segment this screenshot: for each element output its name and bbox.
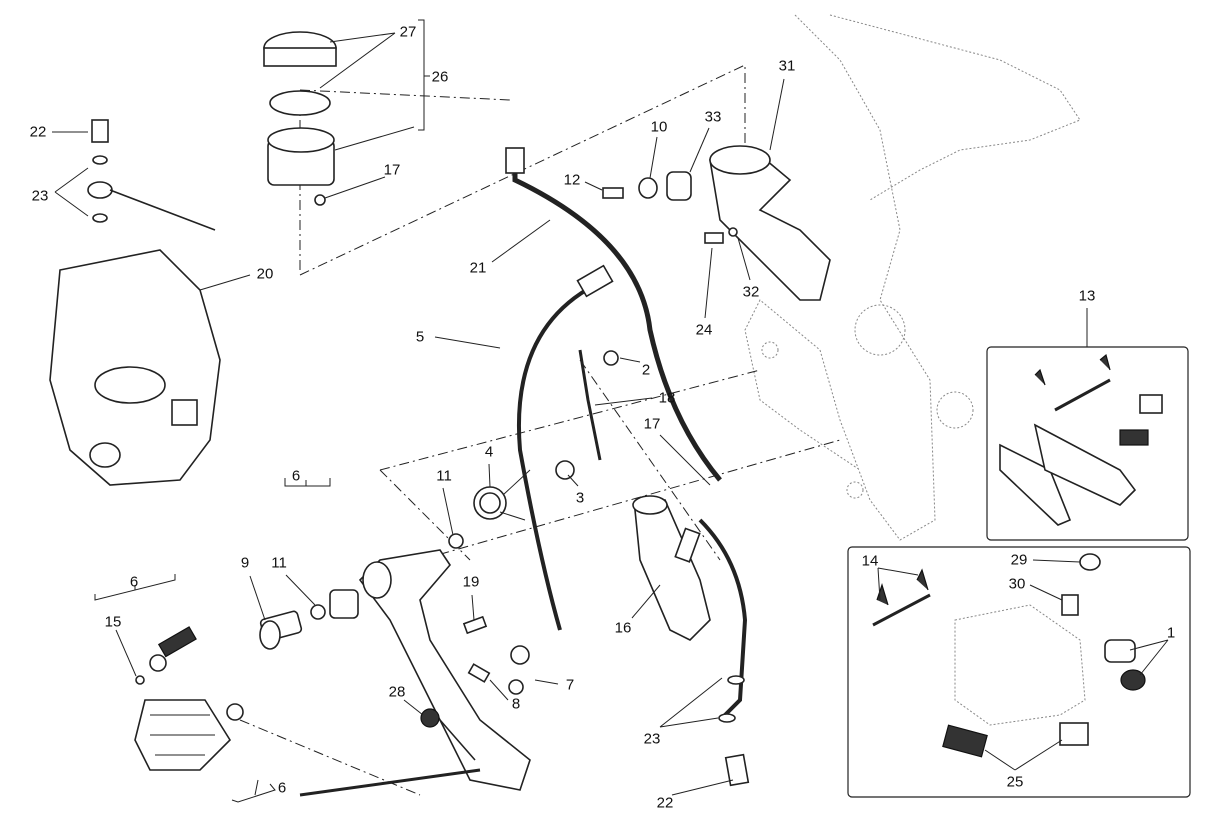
pad-kit-box (986, 346, 1189, 541)
pushrod (578, 349, 602, 461)
callout-9: 9 (240, 554, 250, 572)
reservoir-bracket (709, 145, 831, 301)
callout-22: 22 (29, 123, 47, 141)
callout-30: 30 (1008, 575, 1026, 593)
callout-13: 13 (1078, 287, 1096, 305)
callout-16: 16 (614, 619, 632, 637)
callout-29: 29 (1010, 551, 1028, 569)
callout-33: 33 (704, 108, 722, 126)
frame-outline (744, 14, 1081, 541)
callout-23: 23 (643, 730, 661, 748)
washer (555, 460, 575, 480)
callout-31: 31 (778, 57, 796, 75)
callout-6: 6 (277, 779, 287, 797)
callout-20: 20 (256, 265, 274, 283)
bracket-marks (94, 19, 430, 803)
reservoir-hose (512, 150, 722, 482)
callout-4: 4 (484, 443, 494, 461)
callout-11: 11 (271, 554, 287, 572)
callout-25: 25 (1006, 773, 1024, 791)
callout-24: 24 (695, 321, 713, 339)
callout-27: 27 (399, 23, 417, 41)
callout-28: 28 (388, 683, 406, 701)
callout-10: 10 (650, 118, 668, 136)
small-parts-top (602, 171, 738, 244)
callout-23: 23 (31, 187, 49, 205)
caliper-kit-box (847, 546, 1191, 798)
rear-master-cylinder (632, 495, 711, 641)
callout-17: 17 (383, 161, 401, 179)
callout-32: 32 (742, 283, 760, 301)
brake-hose (698, 518, 748, 722)
brake-pedal (299, 549, 531, 797)
callout-14: 14 (861, 552, 879, 570)
callout-7: 7 (565, 676, 575, 694)
callout-1: 1 (1166, 624, 1176, 642)
reservoir (263, 31, 337, 206)
pivot-parts (259, 589, 530, 728)
callout-8: 8 (511, 695, 521, 713)
callout-2: 2 (641, 361, 651, 379)
banjo-bolt-top (87, 119, 216, 231)
callout-17: 17 (643, 415, 661, 433)
callout-21: 21 (469, 259, 487, 277)
callout-18: 18 (658, 389, 676, 407)
callout-26: 26 (431, 68, 449, 86)
footpeg-tip (134, 626, 244, 771)
callout-5: 5 (415, 328, 425, 346)
callout-22: 22 (656, 794, 674, 812)
hose-end (505, 147, 525, 174)
brake-light-switch-cable (517, 283, 596, 631)
callout-3: 3 (575, 489, 585, 507)
callout-6: 6 (129, 573, 139, 591)
callout-11: 11 (436, 467, 452, 485)
callout-12: 12 (563, 171, 581, 189)
callout-6: 6 (291, 467, 301, 485)
callout-15: 15 (104, 613, 122, 631)
rear-brake-caliper (49, 249, 221, 486)
return-spring (473, 469, 531, 521)
callout-19: 19 (462, 573, 480, 591)
leader-lines (52, 32, 1169, 796)
